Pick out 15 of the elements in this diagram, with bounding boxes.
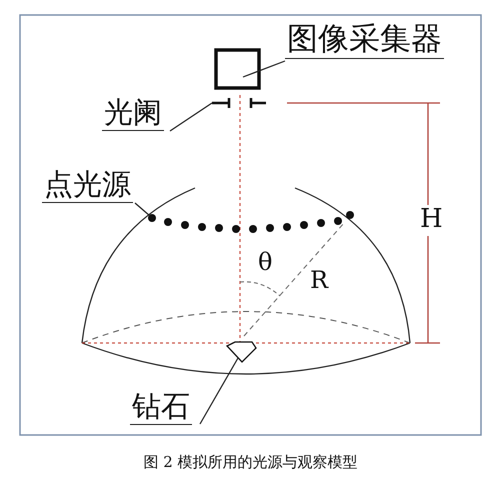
part-label: 光阑 xyxy=(102,98,164,131)
dimension-label: H xyxy=(420,206,443,232)
diamond-gem xyxy=(226,341,257,363)
leader-line xyxy=(199,358,239,424)
radius-label: R xyxy=(310,268,328,292)
part-label: 图像采集器 xyxy=(285,24,444,59)
leader-line xyxy=(242,60,286,78)
part-label: 点光源 xyxy=(42,170,133,203)
angle-label: θ xyxy=(258,250,272,274)
point-light-row xyxy=(148,211,354,233)
part-label: 钻石 xyxy=(130,392,192,425)
leader-line xyxy=(134,202,150,216)
figure-caption: 图 2 模拟所用的光源与观察模型 xyxy=(142,455,359,470)
camera-box xyxy=(214,48,261,90)
aperture-symbol xyxy=(210,96,268,110)
